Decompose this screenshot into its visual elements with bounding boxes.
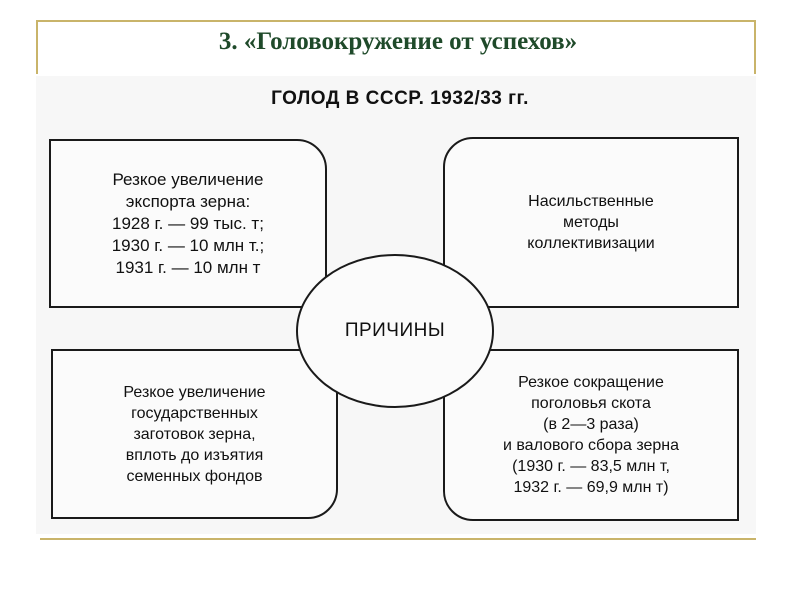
slide-title: 3. «Головокружение от успехов» xyxy=(218,28,578,55)
cause-text: Резкое увеличение экспорта зерна: 1928 г… xyxy=(111,169,265,277)
cause-text: Резкое сокращение поголовья скота (в 2—3… xyxy=(502,374,680,496)
title-frame xyxy=(36,20,756,74)
cause-box-livestock-reduction: Резкое сокращение поголовья скота (в 2—3… xyxy=(443,349,739,521)
cause-box-violent-collectivization: Насильственные методы коллективизации xyxy=(443,137,739,308)
cause-text: Резкое увеличение государственных загото… xyxy=(123,383,266,485)
center-label: ПРИЧИНЫ xyxy=(344,320,446,341)
cause-box-state-procurement: Резкое увеличение государственных загото… xyxy=(51,349,338,519)
cause-box-grain-export: Резкое увеличение экспорта зерна: 1928 г… xyxy=(49,139,327,308)
diagram-heading: ГОЛОД В СССР. 1932/33 гг. xyxy=(271,88,529,109)
center-circle: ПРИЧИНЫ xyxy=(296,254,494,408)
bottom-divider xyxy=(40,538,756,540)
cause-text: Насильственные методы коллективизации xyxy=(527,193,655,252)
